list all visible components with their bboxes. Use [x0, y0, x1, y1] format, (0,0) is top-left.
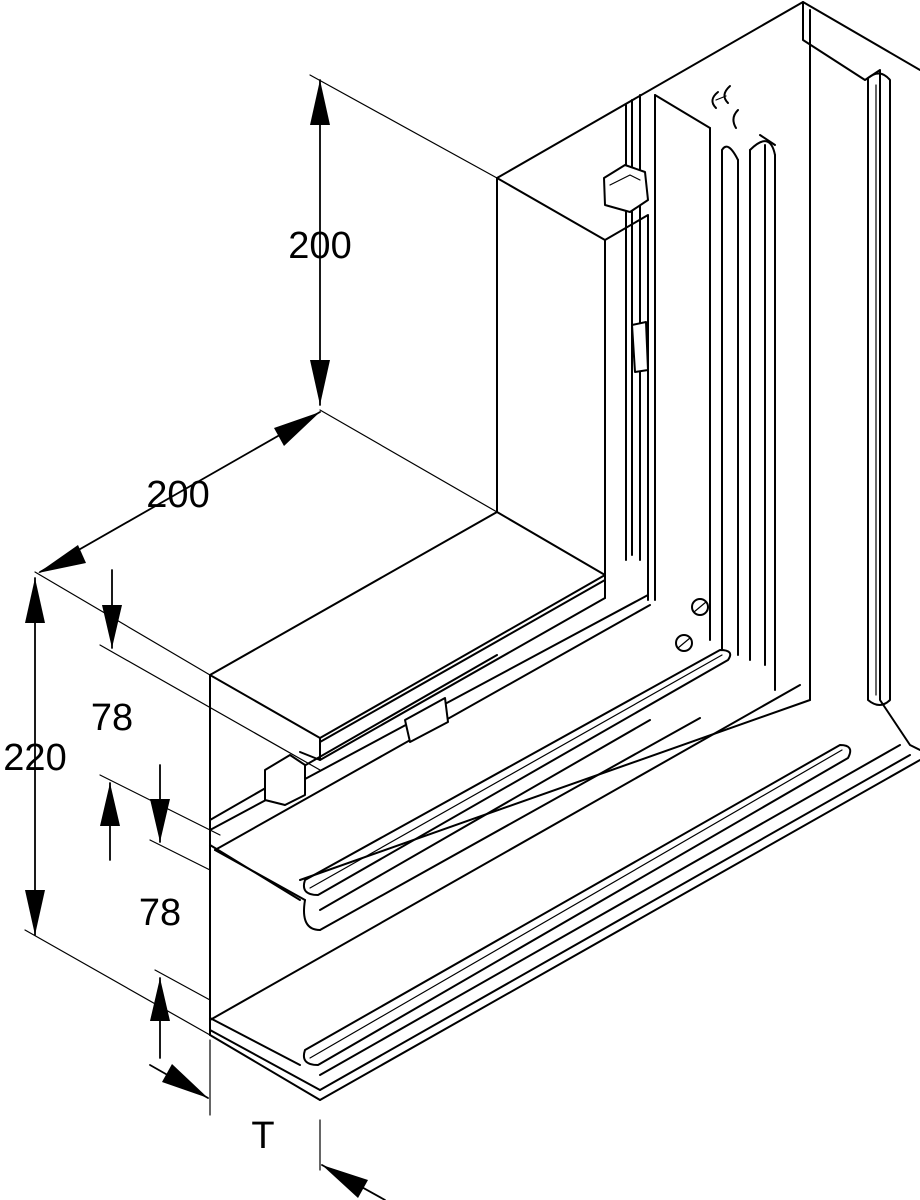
dimension-label-depth: 200 — [146, 474, 209, 516]
dimension-total-height: 220 — [3, 577, 67, 936]
dimension-lower-channel: 78 — [139, 764, 181, 1059]
dimension-depth: 200 — [38, 411, 321, 573]
vertical-duct-section — [496, 1, 920, 751]
dimension-thickness: T — [149, 1064, 386, 1200]
dimension-label-total-height: 220 — [3, 737, 66, 779]
dimension-top-height: 200 — [288, 79, 352, 406]
horizontal-duct-section — [209, 511, 920, 1101]
dimension-upper-channel: 78 — [91, 569, 133, 861]
extension-lines — [24, 74, 498, 1171]
dimension-label-top-height: 200 — [288, 225, 351, 267]
dimension-label-upper-channel: 78 — [91, 697, 133, 739]
dimension-label-thickness: T — [251, 1115, 274, 1157]
dimension-label-lower-channel: 78 — [139, 892, 181, 934]
